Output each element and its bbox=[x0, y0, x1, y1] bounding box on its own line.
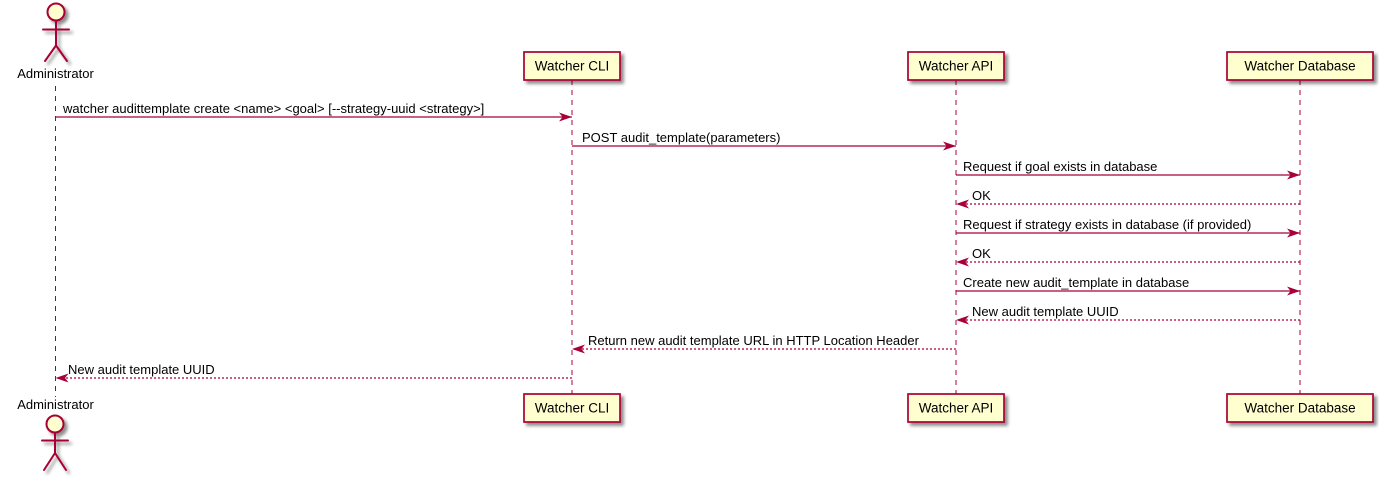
actor-label: Administrator bbox=[17, 397, 94, 412]
participant-box bbox=[1226, 51, 1374, 81]
participant-box bbox=[523, 393, 621, 423]
actor-administrator-bottom: Administrator bbox=[17, 397, 94, 471]
message-7: Create new audit_template in database bbox=[956, 275, 1300, 296]
participant-watcher-cli-top: Watcher CLI bbox=[523, 51, 621, 81]
messages: watcher audittemplate create <name> <goa… bbox=[55, 101, 1300, 383]
participants-top: Watcher CLI Watcher API Watcher Database bbox=[523, 51, 1374, 81]
participant-watcher-cli-bottom: Watcher CLI bbox=[523, 393, 621, 423]
message-label: Create new audit_template in database bbox=[963, 275, 1189, 290]
lifelines bbox=[55, 80, 1301, 397]
actor-head bbox=[46, 2, 66, 22]
actor-leg-left bbox=[44, 44, 57, 62]
message-label: POST audit_template(parameters) bbox=[582, 130, 780, 145]
actor-figure-icon bbox=[42, 2, 70, 62]
message-label: Return new audit template URL in HTTP Lo… bbox=[588, 333, 920, 348]
participant-label: Watcher Database bbox=[1244, 401, 1355, 416]
participant-label: Watcher API bbox=[919, 401, 994, 416]
message-2: POST audit_template(parameters) bbox=[572, 130, 956, 151]
participant-watcher-api-bottom: Watcher API bbox=[907, 393, 1005, 423]
message-8: New audit template UUID bbox=[956, 304, 1300, 325]
actor-head bbox=[45, 414, 65, 434]
message-label: watcher audittemplate create <name> <goa… bbox=[62, 101, 484, 116]
message-6: OK bbox=[956, 246, 1300, 267]
participant-box bbox=[1226, 393, 1374, 423]
participant-label: Watcher Database bbox=[1244, 59, 1355, 74]
message-4: OK bbox=[956, 188, 1300, 209]
message-label: New audit template UUID bbox=[68, 362, 215, 377]
message-3: Request if goal exists in database bbox=[956, 159, 1300, 180]
participant-watcher-database-top: Watcher Database bbox=[1226, 51, 1374, 81]
message-label: OK bbox=[972, 188, 991, 203]
message-1: watcher audittemplate create <name> <goa… bbox=[55, 101, 572, 122]
message-label: Request if goal exists in database bbox=[963, 159, 1157, 174]
participant-label: Watcher CLI bbox=[535, 59, 610, 74]
actor-administrator-top: Administrator bbox=[17, 2, 94, 81]
message-label: OK bbox=[972, 246, 991, 261]
participant-box bbox=[907, 393, 1005, 423]
participant-box bbox=[523, 51, 621, 81]
actor-leg-right bbox=[55, 44, 68, 62]
message-5: Request if strategy exists in database (… bbox=[956, 217, 1300, 238]
actor-leg-right bbox=[54, 452, 67, 471]
message-label: New audit template UUID bbox=[972, 304, 1119, 319]
message-9: Return new audit template URL in HTTP Lo… bbox=[572, 333, 956, 354]
participant-watcher-database-bottom: Watcher Database bbox=[1226, 393, 1374, 423]
participant-box bbox=[907, 51, 1005, 81]
actor-label: Administrator bbox=[17, 66, 94, 81]
actor-leg-left bbox=[43, 452, 56, 471]
participant-label: Watcher API bbox=[919, 59, 994, 74]
participant-label: Watcher CLI bbox=[535, 401, 610, 416]
participant-watcher-api-top: Watcher API bbox=[907, 51, 1005, 81]
message-10: New audit template UUID bbox=[55, 362, 572, 383]
message-label: Request if strategy exists in database (… bbox=[963, 217, 1251, 232]
actor-figure-icon bbox=[41, 414, 69, 471]
participants-bottom: Watcher CLI Watcher API Watcher Database bbox=[523, 393, 1374, 423]
